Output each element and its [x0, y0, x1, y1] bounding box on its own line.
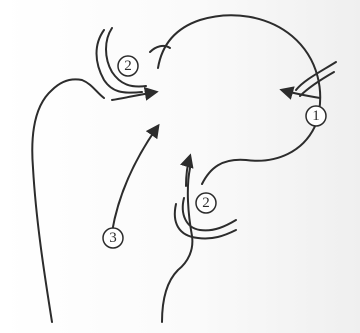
- label-2-bottom: 2: [202, 195, 210, 211]
- label-3: 3: [109, 230, 117, 246]
- label-1: 1: [312, 108, 320, 124]
- label-2-top: 2: [124, 58, 132, 74]
